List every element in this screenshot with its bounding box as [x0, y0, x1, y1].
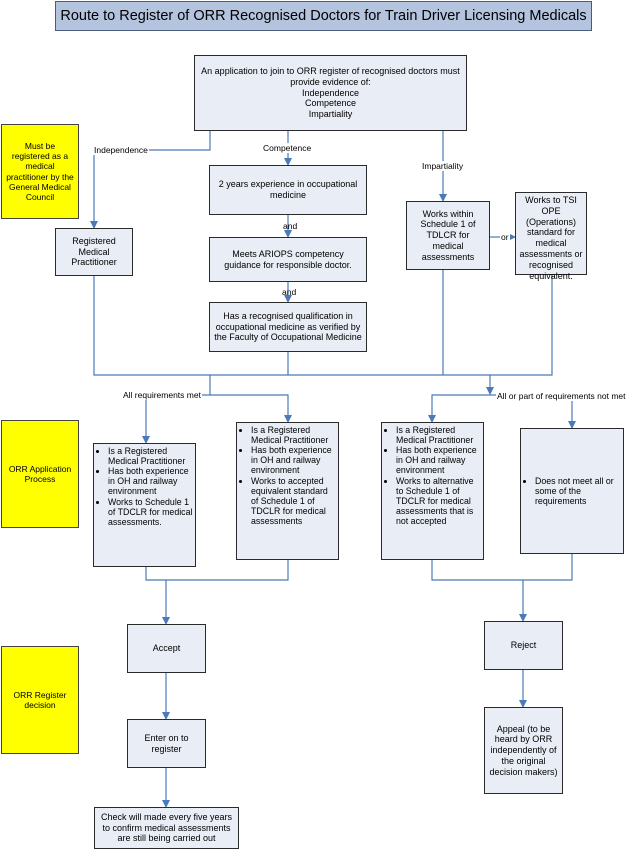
process-box-not-accepted-alternative: Is a Registered Medical Practitioner Has… — [381, 422, 484, 560]
merge-independence — [93, 276, 490, 376]
criterion-standard: Works to alternative to Schedule 1 of TD… — [396, 476, 481, 527]
arrow-to-independence — [90, 130, 211, 229]
application-requirements-box: An application to join to ORR register o… — [194, 55, 467, 131]
appeal-box: Appeal (to be heard by ORR independently… — [484, 707, 563, 794]
merge-tsi — [490, 275, 553, 376]
application-process-label: ORR Application Process — [1, 420, 79, 528]
criterion-experience: Has both experience in OH and railway en… — [108, 466, 193, 496]
process-box-accepted-equivalent: Is a Registered Medical Practitioner Has… — [236, 422, 339, 560]
requirement-competence: Competence — [304, 98, 357, 109]
enter-register-box: Enter on to register — [127, 719, 206, 768]
requirement-impartiality: Impartiality — [308, 109, 353, 120]
criterion-not-met: Does not meet all or some of the require… — [535, 476, 621, 506]
criterion-experience: Has both experience in OH and railway en… — [251, 445, 336, 475]
register-decision-label: ORR Register decision — [1, 646, 79, 754]
recognised-qualification-box: Has a recognised qualification in occupa… — [209, 302, 367, 352]
application-intro: An application to join to ORR register o… — [201, 66, 460, 87]
ariops-competency-box: Meets ARIOPS competency guidance for res… — [209, 237, 367, 282]
label-independence: Independence — [93, 145, 149, 155]
to-reject — [431, 560, 527, 622]
branch-all-met-2 — [210, 394, 292, 423]
criterion-registered: Is a Registered Medical Practitioner — [108, 446, 193, 466]
label-and-2: and — [282, 287, 297, 297]
gmc-requirement-label: Must be registered as a medical practiti… — [1, 124, 79, 219]
label-all-requirements-met: All requirements met — [122, 390, 202, 400]
criterion-standard: Works to Schedule 1 of TDCLR for medical… — [108, 497, 193, 527]
to-accept — [145, 567, 170, 625]
label-or: or — [500, 232, 510, 242]
criterion-standard: Works to accepted equivalent standard of… — [251, 476, 336, 527]
to-accept-2 — [166, 560, 289, 581]
experience-box: 2 years experience in occupational medic… — [209, 165, 367, 215]
criterion-registered: Is a Registered Medical Practitioner — [396, 425, 481, 445]
schedule-1-box: Works within Schedule 1 of TDLCR for med… — [406, 201, 490, 270]
process-box-schedule-1: Is a Registered Medical Practitioner Has… — [93, 443, 196, 567]
five-year-check-box: Check will made every five years to conf… — [94, 807, 239, 849]
to-reject-2 — [523, 554, 573, 581]
criterion-experience: Has both experience in OH and railway en… — [396, 445, 481, 475]
label-and-1: and — [283, 221, 298, 231]
branch-not-met — [428, 394, 490, 423]
reject-box: Reject — [484, 621, 563, 670]
criterion-registered: Is a Registered Medical Practitioner — [251, 425, 336, 445]
tsi-ope-box: Works to TSI OPE (Operations) standard f… — [515, 192, 587, 281]
registered-medical-practitioner-box: Registered Medical Practitioner — [55, 228, 133, 276]
branch-all-met — [142, 375, 211, 444]
label-competence: Competence — [262, 143, 313, 153]
page-title: Route to Register of ORR Recognised Doct… — [55, 1, 592, 31]
does-not-meet-requirements-box: Does not meet all or some of the require… — [520, 428, 624, 554]
label-impartiality: Impartiality — [421, 161, 465, 171]
accept-box: Accept — [127, 624, 206, 673]
label-requirements-not-met: All or part of requirements not met — [496, 391, 627, 401]
requirement-independence: Independence — [301, 87, 360, 98]
